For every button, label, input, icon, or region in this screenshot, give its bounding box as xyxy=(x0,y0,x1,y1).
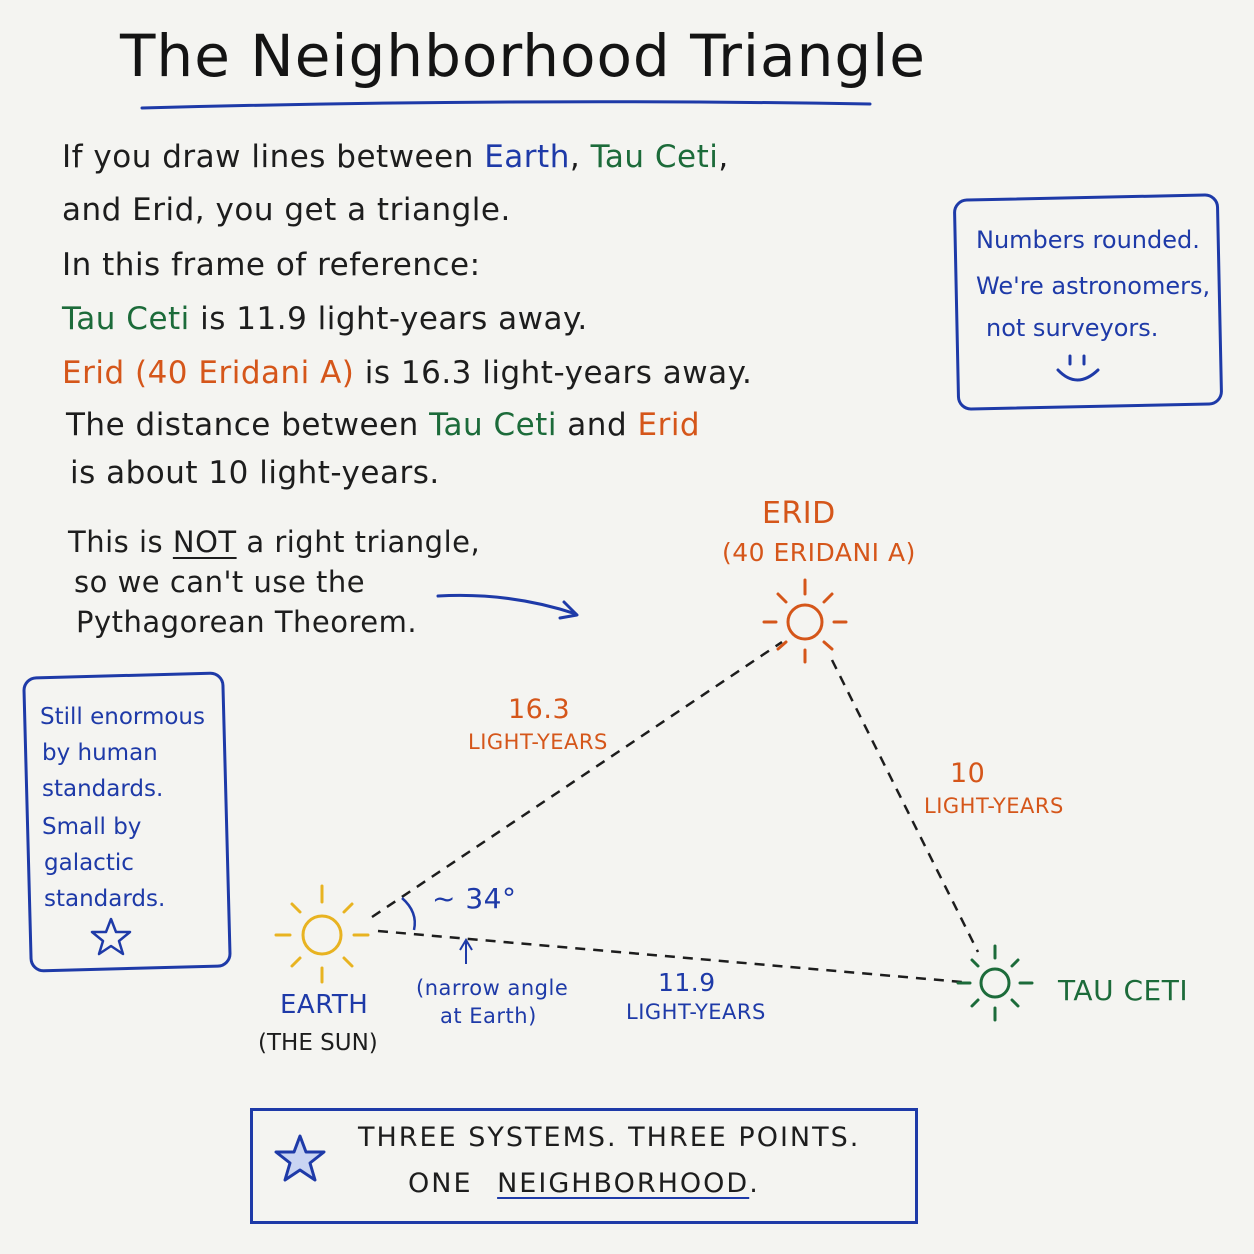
earth-sublabel: (THE SUN) xyxy=(258,1030,378,1056)
edge-erid-tau-value: 10 xyxy=(950,758,986,789)
not-right-line-2: so we can't use the xyxy=(74,565,366,599)
banner-period: . xyxy=(749,1168,760,1199)
not-right-line-3: Pythagorean Theorem. xyxy=(76,605,418,639)
not-right-text-a: This is xyxy=(68,525,164,559)
edge-earth-tau-value: 11.9 xyxy=(658,968,716,997)
intro-line-1-text: If you draw lines between xyxy=(62,139,474,175)
summary-banner xyxy=(250,1108,918,1224)
edge-earth-tau xyxy=(377,929,963,984)
erid-sublabel: (40 ERIDANI A) xyxy=(722,538,916,567)
scale-note-line-1: Still enormous xyxy=(40,704,205,730)
title-underline xyxy=(140,100,872,110)
banner-neighborhood-word: NEIGHBORHOOD xyxy=(497,1168,750,1199)
tau-erid-distance-line: The distance between Tau Ceti and Erid xyxy=(66,410,700,441)
erid-distance-text: is 16.3 light-years away. xyxy=(364,355,753,391)
edge-earth-tau-unit: LIGHT-YEARS xyxy=(626,1000,766,1024)
edge-earth-erid-unit: LIGHT-YEARS xyxy=(468,730,608,754)
banner-line-2: ONE NEIGHBORHOOD. xyxy=(408,1168,760,1199)
scale-note-line-3: standards. xyxy=(42,776,164,802)
star-icon xyxy=(90,917,132,956)
page-title: The Neighborhood Triangle xyxy=(120,22,926,90)
tau-distance-name: Tau Ceti xyxy=(62,301,190,337)
tau-ceti-word: Tau Ceti xyxy=(590,139,719,175)
tau-erid-distance-line-2: is about 10 light-years. xyxy=(70,455,440,491)
banner-one-word: ONE xyxy=(408,1168,473,1199)
not-right-line-1: This is NOT a right triangle, xyxy=(68,528,480,557)
not-word: NOT xyxy=(172,525,237,559)
scale-note-line-5: galactic xyxy=(44,850,134,876)
intro-comma-1: , xyxy=(569,139,581,175)
tau-distance-text: is 11.9 light-years away. xyxy=(200,301,588,337)
erid-distance-line: Erid (40 Eridani A) is 16.3 light-years … xyxy=(62,358,752,389)
tau-erid-distance-erid: Erid xyxy=(637,407,701,443)
tau-ceti-label: TAU CETI xyxy=(1058,974,1189,1007)
earth-sun-icon xyxy=(274,884,370,984)
tau-ceti-star-icon xyxy=(956,944,1034,1022)
earth-label: EARTH xyxy=(280,990,369,1020)
erid-label: ERID xyxy=(762,496,836,531)
not-right-text-b: a right triangle, xyxy=(246,525,481,559)
erid-star-icon xyxy=(762,578,848,664)
intro-line-3: In this frame of reference: xyxy=(62,247,481,283)
intro-line-2: and Erid, you get a triangle. xyxy=(62,192,511,228)
edge-erid-tau-unit: LIGHT-YEARS xyxy=(924,794,1064,818)
edge-erid-tau xyxy=(830,659,980,953)
erid-distance-name: Erid (40 Eridani A) xyxy=(62,355,355,391)
banner-line-1: THREE SYSTEMS. THREE POINTS. xyxy=(358,1122,861,1153)
angle-arc xyxy=(401,897,416,931)
angle-label: ~ 34° xyxy=(432,882,517,915)
edge-earth-erid-value: 16.3 xyxy=(508,694,571,725)
angle-note-line-2: at Earth) xyxy=(440,1004,537,1028)
scale-note-line-4: Small by xyxy=(42,814,142,840)
scale-note-line-6: standards. xyxy=(44,886,166,912)
intro-comma-2: , xyxy=(718,139,729,175)
angle-note-line-1: (narrow angle xyxy=(416,976,569,1000)
smiley-icon xyxy=(1056,354,1100,382)
rounded-numbers-note-line-2: We're astronomers, xyxy=(976,272,1211,300)
tau-erid-distance-tau: Tau Ceti xyxy=(429,407,557,443)
tau-erid-distance-and: and xyxy=(567,407,628,443)
tau-erid-distance-text-a: The distance between xyxy=(66,407,419,443)
edge-earth-erid xyxy=(371,640,783,919)
rounded-numbers-note-line-3: not surveyors. xyxy=(986,314,1159,342)
earth-word: Earth xyxy=(484,139,570,175)
intro-line-1: If you draw lines between Earth, Tau Cet… xyxy=(62,142,729,173)
tau-distance-line: Tau Ceti is 11.9 light-years away. xyxy=(62,304,588,335)
angle-pointer-head xyxy=(459,938,473,951)
pointer-arrow xyxy=(436,593,579,620)
banner-star-icon xyxy=(274,1134,326,1182)
scale-note-line-2: by human xyxy=(42,740,158,766)
rounded-numbers-note-line-1: Numbers rounded. xyxy=(976,226,1200,254)
